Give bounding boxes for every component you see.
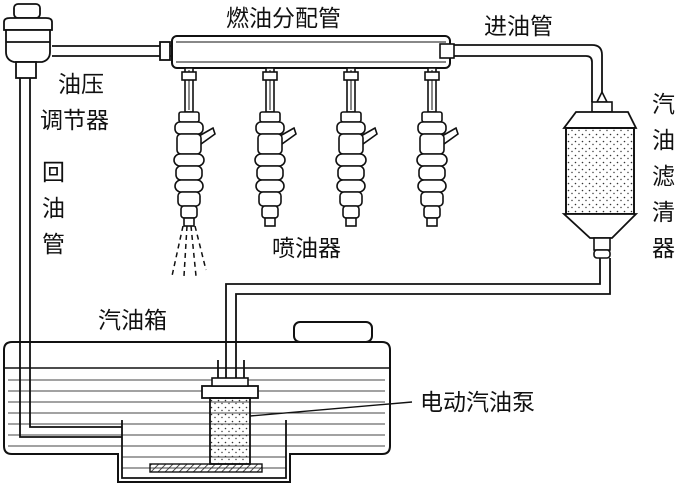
label-fuel-tank: 汽油箱	[98, 308, 167, 334]
label-return-3: 管	[42, 232, 65, 258]
strainer	[149, 463, 263, 473]
filler-neck	[293, 321, 373, 343]
injector-group	[173, 67, 459, 227]
fuel-rail	[171, 35, 455, 69]
fuel-tank	[3, 321, 391, 483]
label-filter-5: 器	[652, 236, 675, 262]
electric-fuel-pump	[201, 360, 259, 465]
label-fuel-rail: 燃油分配管	[226, 6, 341, 32]
regulator-rail-link	[52, 41, 172, 61]
fuel-spray	[171, 225, 207, 277]
label-return-1: 回	[42, 160, 65, 186]
label-filter-1: 汽	[652, 92, 675, 118]
pump-leader-line	[249, 401, 413, 417]
inlet-pipe	[450, 44, 603, 102]
label-filter-2: 油	[652, 128, 675, 154]
label-filter-3: 滤	[652, 164, 675, 190]
injector	[416, 67, 459, 227]
label-inlet-pipe: 进油管	[484, 14, 553, 40]
label-filter-4: 清	[652, 200, 675, 226]
fuel-filter	[561, 90, 639, 259]
fuel-liquid	[8, 379, 385, 469]
label-return-2: 油	[42, 196, 65, 222]
label-fuel-pump: 电动汽油泵	[420, 390, 535, 416]
pressure-regulator	[3, 3, 53, 79]
injector	[173, 67, 216, 227]
label-injector: 喷油器	[272, 236, 341, 262]
label-regulator-1: 油压	[58, 72, 104, 98]
supply-pipe	[225, 258, 611, 378]
injector	[335, 67, 378, 227]
injector	[254, 67, 297, 227]
return-pipe	[19, 78, 122, 438]
label-regulator-2: 调节器	[40, 108, 109, 134]
